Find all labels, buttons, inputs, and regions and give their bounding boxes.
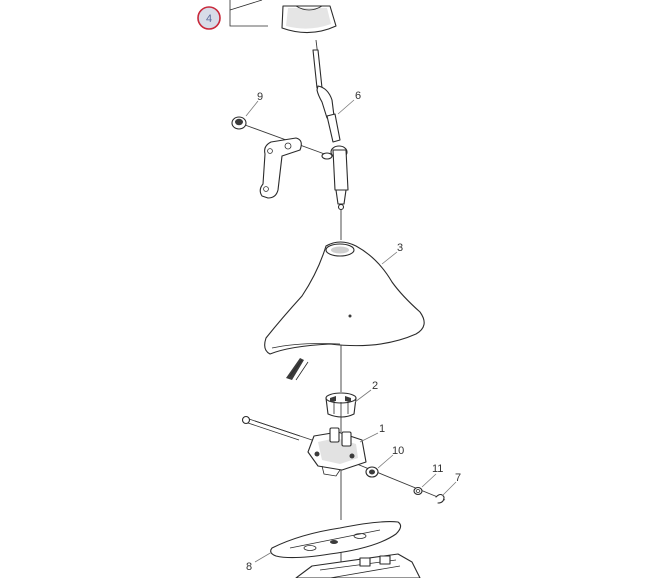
callout-4: 4 (206, 13, 212, 25)
gear-knob[interactable] (229, 0, 337, 34)
shift-lever[interactable] (312, 49, 349, 211)
selector-cap[interactable] (325, 392, 357, 418)
callout-6: 6 (355, 90, 361, 102)
pivot-bolt[interactable] (241, 415, 301, 441)
lever-housing[interactable] (307, 427, 367, 477)
gear-gaiter[interactable] (264, 241, 425, 381)
callout-8: 8 (246, 561, 252, 573)
highlighted-callout-badge[interactable]: 4 (197, 6, 221, 30)
callout-9: 9 (257, 91, 263, 103)
callout-10: 10 (392, 445, 404, 457)
leader-lines (245, 99, 457, 563)
shift-plate[interactable] (270, 521, 402, 559)
circlip[interactable] (435, 493, 445, 504)
callout-labels: 9 6 3 2 1 10 11 7 8 (246, 90, 461, 573)
callout-11: 11 (432, 463, 443, 475)
callout-3: 3 (397, 242, 403, 254)
callout-2: 2 (372, 380, 378, 392)
base-housing[interactable] (295, 553, 421, 578)
bushing[interactable] (231, 116, 247, 130)
spacer[interactable] (365, 466, 379, 478)
callout-7: 7 (455, 472, 461, 484)
lever-bracket[interactable] (259, 137, 302, 199)
washer[interactable] (413, 486, 423, 496)
callout-1: 1 (379, 423, 385, 435)
